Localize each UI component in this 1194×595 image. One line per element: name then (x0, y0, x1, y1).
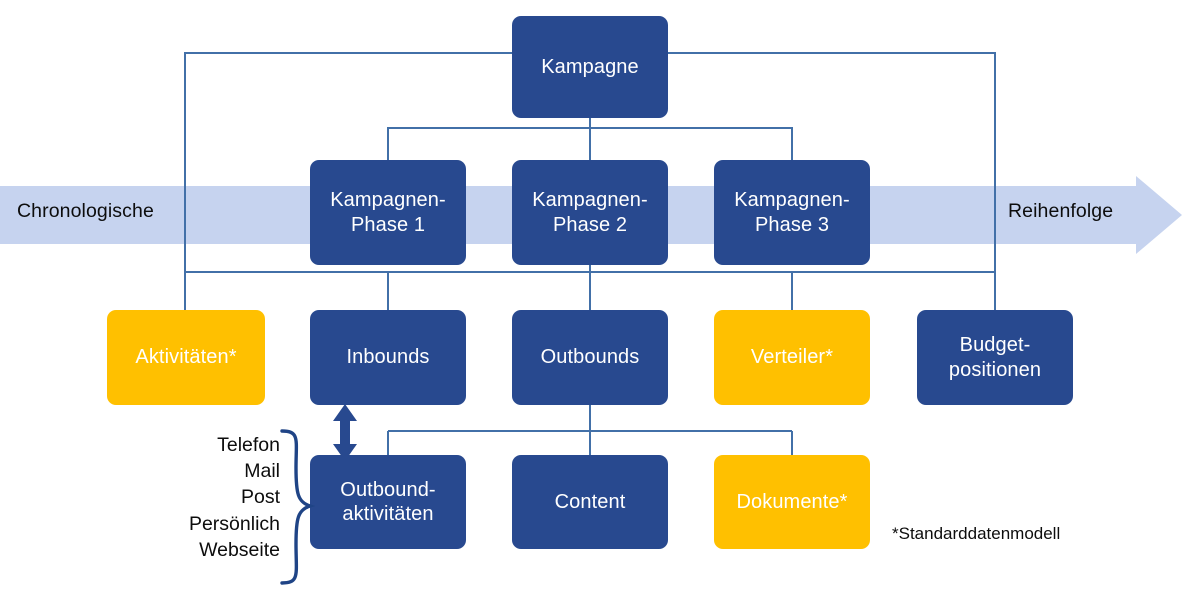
channel-item-3: Persönlich (188, 512, 280, 535)
node-aktivitaeten-label: Aktivitäten* (135, 346, 237, 369)
footnote-standarddatenmodell: *Standarddatenmodell (892, 524, 1061, 543)
node-inbounds-label: Inbounds (346, 346, 430, 369)
node-outboundaktivitaeten-label: Outbound- aktivitäten (340, 478, 436, 525)
node-verteiler[interactable]: Verteiler* (714, 310, 870, 405)
chronological-label-right: Reihenfolge (1008, 200, 1114, 222)
node-kampagne-label: Kampagne (541, 55, 639, 78)
outbound-channel-list: Telefon Mail Post Persönlich Webseite (160, 432, 280, 563)
node-inbounds[interactable]: Inbounds (310, 310, 466, 405)
node-outboundaktivitaeten[interactable]: Outbound- aktivitäten (310, 455, 466, 549)
node-kampagnen-phase-2[interactable]: Kampagnen- Phase 2 (512, 160, 668, 265)
node-budgetpositionen[interactable]: Budget- positionen (917, 310, 1073, 405)
channel-item-0: Telefon (217, 434, 280, 456)
node-outbounds-label: Outbounds (540, 346, 640, 369)
node-kampagnen-phase-1-label: Kampagnen- Phase 1 (330, 189, 446, 236)
node-kampagne[interactable]: Kampagne (512, 16, 668, 118)
bidirectional-arrow-icon (333, 404, 357, 461)
channel-item-2: Post (240, 486, 280, 509)
channel-item-1: Mail (244, 460, 280, 483)
node-budgetpositionen-label: Budget- positionen (948, 334, 1042, 381)
node-aktivitaeten[interactable]: Aktivitäten* (107, 310, 265, 405)
node-content-label: Content (554, 490, 626, 513)
node-kampagnen-phase-3[interactable]: Kampagnen- Phase 3 (714, 160, 870, 265)
node-outbounds[interactable]: Outbounds (512, 310, 668, 405)
chronological-label-left: Chronologische (17, 200, 154, 222)
node-dokumente[interactable]: Dokumente* (714, 455, 870, 549)
node-kampagnen-phase-3-label: Kampagnen- Phase 3 (734, 189, 850, 236)
node-dokumente-label: Dokumente* (736, 490, 848, 513)
node-kampagnen-phase-2-label: Kampagnen- Phase 2 (532, 189, 648, 236)
channel-item-4: Webseite (199, 538, 280, 561)
node-content[interactable]: Content (512, 455, 668, 549)
node-verteiler-label: Verteiler* (750, 346, 834, 369)
node-kampagnen-phase-1[interactable]: Kampagnen- Phase 1 (310, 160, 466, 265)
